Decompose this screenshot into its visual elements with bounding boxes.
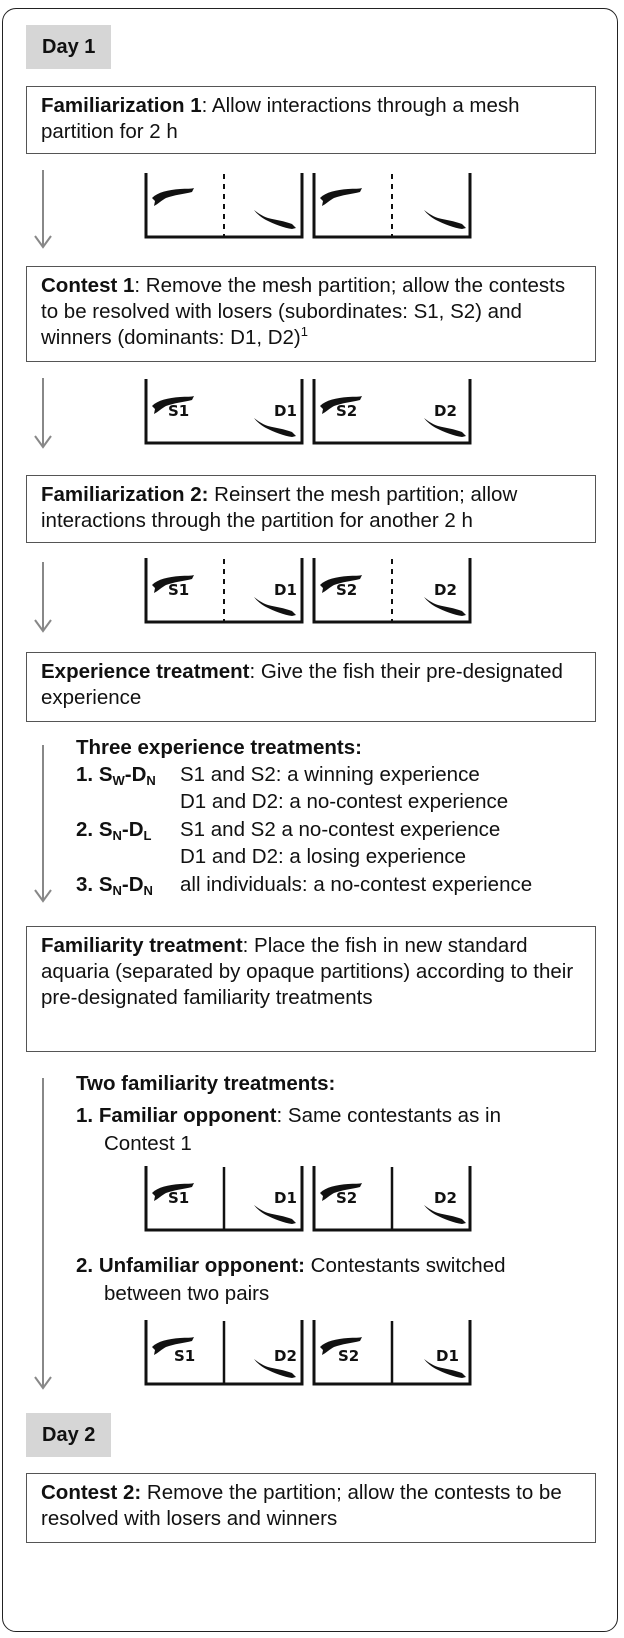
tank-row-familiarization1 xyxy=(144,173,472,239)
t3-as: N xyxy=(112,883,122,898)
f1-num: 1. xyxy=(76,1104,94,1127)
down-arrow-icon xyxy=(34,562,52,633)
day2-label: Day 2 xyxy=(26,1413,112,1457)
down-arrow-icon xyxy=(34,745,52,903)
tank-label: D1 xyxy=(436,1347,459,1365)
familiarity-treatment-box: Familiarity treatment: Place the fish in… xyxy=(26,926,596,1052)
t1-dash: - xyxy=(124,763,132,786)
tank-row-familiar: S1 D1 S2 D2 xyxy=(144,1166,472,1232)
f1-line1: : Same contestants as in xyxy=(276,1104,501,1127)
experience-treatment-box: Experience treatment: Give the fish thei… xyxy=(26,652,596,722)
unfamiliar-opponent-line2: between two pairs xyxy=(104,1282,270,1305)
t1-b: D xyxy=(131,763,147,786)
tank-label: S2 xyxy=(338,1347,359,1365)
familiarity-treatment-text: : Place the fish in new standard aquaria… xyxy=(41,934,574,1009)
tank-label: D2 xyxy=(434,402,457,420)
outer-frame xyxy=(2,8,618,1632)
tank-label: D1 xyxy=(274,581,297,599)
t2-b: D xyxy=(128,818,144,841)
tank-label: S1 xyxy=(168,402,189,420)
tank-label: D2 xyxy=(434,581,457,599)
f2-num: 2. xyxy=(76,1254,94,1277)
t3-b: D xyxy=(128,873,144,896)
tank-row-contest1: S1 D1 S2 D2 xyxy=(144,379,472,445)
contest1-title: Contest 1 xyxy=(41,274,135,297)
contest2-text: Remove the partition; allow the contests… xyxy=(41,1481,562,1530)
experience-list-heading: Three experience treatments: xyxy=(76,736,362,759)
t3-bs: N xyxy=(143,883,153,898)
familiarization2-box: Familiarization 2: Reinsert the mesh par… xyxy=(26,475,596,543)
familiarization2-text: Reinsert the mesh partition; allow inter… xyxy=(41,483,518,532)
down-arrow-icon xyxy=(34,1078,52,1390)
experience-treatment-text: : Give the fish their pre-designated exp… xyxy=(41,660,563,709)
down-arrow-icon xyxy=(34,378,52,449)
t2-dash: - xyxy=(121,818,129,841)
unfamiliar-opponent-item: 2. Unfamiliar opponent: Contestants swit… xyxy=(76,1252,506,1279)
tank-label: D2 xyxy=(274,1347,297,1365)
treatment-1-line1: S1 and S2: a winning experience xyxy=(180,763,480,786)
f2-title: Unfamiliar opponent: xyxy=(98,1254,305,1277)
contest1-text: : Remove the mesh partition; allow the c… xyxy=(41,274,566,349)
tank-label: S2 xyxy=(336,402,357,420)
tank-label: S2 xyxy=(336,1189,357,1207)
contest2-box: Contest 2: Remove the partition; allow t… xyxy=(26,1473,596,1543)
treatment-3-code: 3. SN-DN xyxy=(76,871,153,898)
familiarization1-text: : Allow interactions through a mesh part… xyxy=(41,94,520,143)
f1-title: Familiar opponent xyxy=(98,1104,277,1127)
t2-a: S xyxy=(98,818,113,841)
f2-line1: Contestants switched xyxy=(304,1254,506,1277)
contest1-box: Contest 1: Remove the mesh partition; al… xyxy=(26,266,596,362)
familiarity-treatment-title: Familiarity treatment xyxy=(41,934,243,957)
t3-a: S xyxy=(98,873,113,896)
t3-dash: - xyxy=(121,873,129,896)
tank-row-unfamiliar: S1 D2 S2 D1 xyxy=(144,1320,472,1386)
day1-label: Day 1 xyxy=(26,25,112,69)
familiar-opponent-item: 1. Familiar opponent: Same contestants a… xyxy=(76,1102,501,1129)
familiarization1-title: Familiarization 1 xyxy=(41,94,202,117)
familiarization2-title: Familiarization 2: xyxy=(41,483,209,506)
tank-label: D1 xyxy=(274,1189,297,1207)
contest1-footnote: 1 xyxy=(300,324,308,339)
treatment-1-num: 1. xyxy=(76,763,94,786)
treatment-3-line1: all individuals: a no-contest experience xyxy=(180,873,533,896)
familiar-opponent-line2: Contest 1 xyxy=(104,1132,192,1155)
down-arrow-icon xyxy=(34,170,52,249)
familiarity-list-heading: Two familiarity treatments: xyxy=(76,1072,336,1095)
t1-bs: N xyxy=(146,773,156,788)
t1-a: S xyxy=(98,763,113,786)
tank-label: D2 xyxy=(434,1189,457,1207)
experience-treatment-title: Experience treatment xyxy=(41,660,250,683)
treatment-3-num: 3. xyxy=(76,873,94,896)
t2-as: N xyxy=(112,828,122,843)
tank-label: S1 xyxy=(174,1347,195,1365)
treatment-2-line2: D1 and D2: a losing experience xyxy=(180,845,467,868)
tank-label: D1 xyxy=(274,402,297,420)
t1-as: W xyxy=(112,773,125,788)
treatment-2-num: 2. xyxy=(76,818,94,841)
treatment-2-line1: S1 and S2 a no-contest experience xyxy=(180,818,501,841)
familiarization1-box: Familiarization 1: Allow interactions th… xyxy=(26,86,596,154)
tank-label: S1 xyxy=(168,581,189,599)
treatment-1-code: 1. SW-DN xyxy=(76,761,156,788)
tank-label: S2 xyxy=(336,581,357,599)
t2-bs: L xyxy=(143,828,152,843)
contest2-title: Contest 2: xyxy=(41,1481,142,1504)
treatment-1-line2: D1 and D2: a no-contest experience xyxy=(180,790,509,813)
tank-label: S1 xyxy=(168,1189,189,1207)
tank-row-familiarization2: S1 D1 S2 D2 xyxy=(144,558,472,624)
treatment-2-code: 2. SN-DL xyxy=(76,816,151,843)
